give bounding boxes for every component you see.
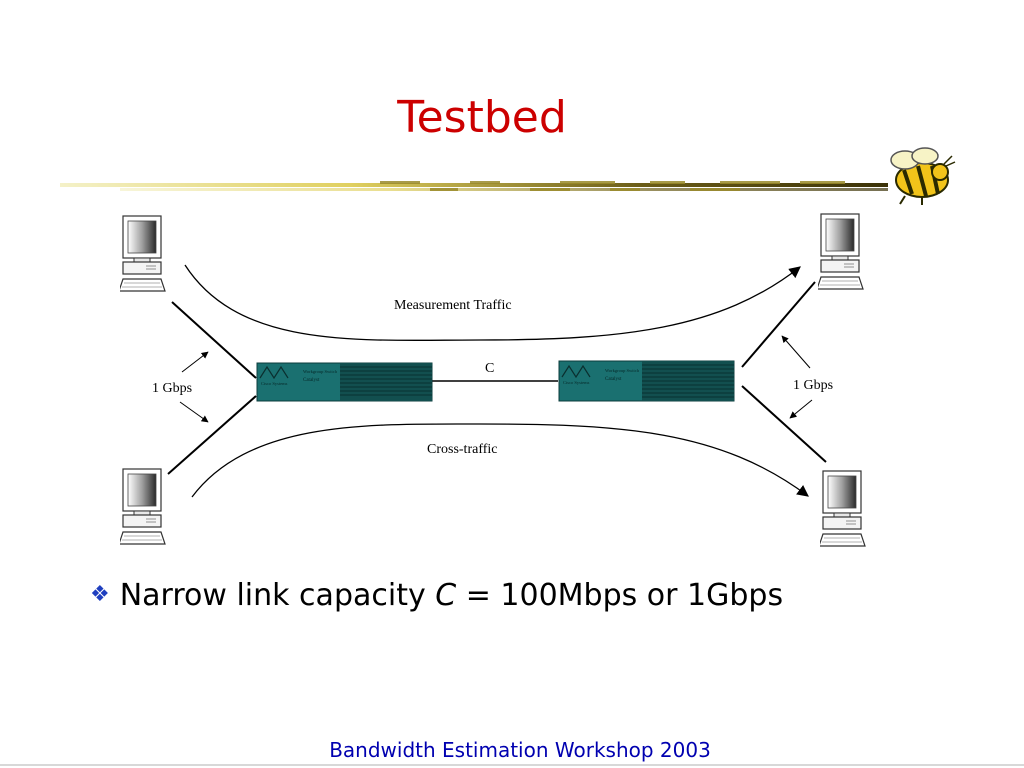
rate-arrow-left-up — [181, 351, 209, 373]
host-bottom-left — [120, 468, 166, 545]
rate-arrow-right-down — [789, 399, 813, 419]
cisco-logo-icon — [259, 365, 289, 380]
slide-title: Testbed — [397, 92, 567, 143]
host-top-right — [818, 213, 864, 290]
switch-left: Cisco Systems Workgroup Switch Catalyst — [256, 362, 433, 402]
switch-right: Cisco Systems Workgroup Switch Catalyst — [558, 360, 735, 402]
switch-right-brand: Cisco Systems — [563, 380, 590, 385]
footer-divider — [0, 764, 1024, 766]
slide-footer: Bandwidth Estimation Workshop 2003 — [329, 738, 711, 762]
bullet-point: ❖ Narrow link capacity C = 100Mbps or 1Gb… — [90, 578, 783, 613]
narrow-link-label: C — [485, 361, 494, 376]
link-top-left — [171, 301, 257, 379]
measurement-traffic-path — [184, 264, 801, 341]
cross-traffic-path — [191, 423, 809, 498]
switch-left-brand: Cisco Systems — [261, 381, 288, 386]
host-top-left — [120, 215, 166, 292]
bee-mascot-icon — [890, 147, 956, 205]
switch-left-series: Catalyst — [303, 378, 320, 383]
network-diagram: Cisco Systems Workgroup Switch Catalyst … — [120, 213, 866, 547]
diamond-bullet-icon: ❖ — [90, 582, 110, 607]
link-top-right — [741, 281, 816, 368]
left-rate-label: 1 Gbps — [152, 381, 192, 396]
link-bottom-right — [741, 385, 827, 463]
cisco-logo-icon — [561, 364, 591, 379]
right-rate-label: 1 Gbps — [793, 378, 833, 393]
bullet-prefix: Narrow link capacity — [119, 578, 436, 613]
bullet-suffix: = 100Mbps or 1Gbps — [456, 578, 784, 613]
switch-right-model: Workgroup Switch — [605, 368, 640, 373]
switch-left-model: Workgroup Switch — [303, 369, 338, 374]
bullet-variable: C — [435, 578, 457, 613]
measurement-traffic-label: Measurement Traffic — [394, 298, 512, 313]
rate-arrow-left-down — [179, 401, 209, 423]
title-rule — [60, 147, 956, 205]
cross-traffic-label: Cross-traffic — [427, 442, 498, 457]
host-bottom-right — [820, 470, 866, 547]
link-bottom-left — [167, 395, 257, 475]
switch-right-series: Catalyst — [605, 377, 622, 382]
rate-arrow-right-up — [781, 335, 811, 369]
